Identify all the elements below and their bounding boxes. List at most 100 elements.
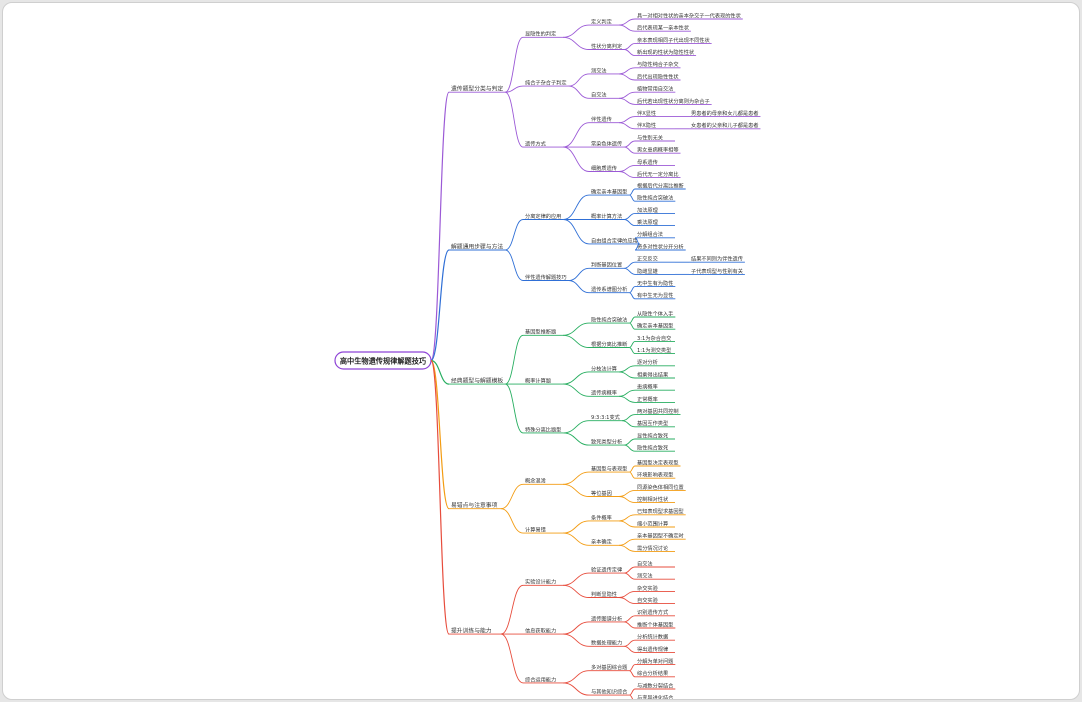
sub-topic-node[interactable]: 等位基因 — [589, 489, 619, 497]
leaf-node[interactable]: 有中生无为显性 — [635, 291, 676, 300]
leaf-node[interactable]: 缩小范围计算 — [635, 519, 675, 528]
leaf-node[interactable]: 分解为单对问题 — [635, 657, 676, 666]
leaf-node[interactable]: 新出现的性状为隐性性状 — [635, 48, 697, 57]
leaf-node[interactable]: 需分情况讨论 — [635, 544, 675, 552]
sub-topic-node[interactable]: 根据分离比推断 — [589, 340, 630, 348]
leaf-node[interactable]: 同源染色体相同位置 — [635, 483, 686, 491]
leaf-detail-node[interactable]: 男患者的母亲和女儿都是患者 — [689, 109, 761, 118]
leaf-node[interactable]: 后代表现某一亲本性状 — [635, 24, 691, 32]
leaf-node[interactable]: 测交法 — [635, 572, 675, 580]
leaf-node[interactable]: 伴X隐性 — [635, 121, 675, 130]
topic-node[interactable]: 伴性遗传解题技巧 — [523, 273, 569, 281]
sub-topic-node[interactable]: 亲本确定 — [589, 538, 619, 546]
topic-node[interactable]: 纯合子杂合子判定 — [523, 79, 569, 87]
leaf-node[interactable]: 与变异进化结合 — [635, 694, 675, 699]
sub-topic-node[interactable]: 9:3:3:1变式 — [589, 413, 622, 422]
sub-topic-node[interactable]: 条件概率 — [589, 513, 619, 522]
topic-node[interactable]: 基因型推断题 — [523, 328, 563, 336]
sub-topic-node[interactable]: 自由组合定律的应用 — [589, 236, 640, 245]
leaf-node[interactable]: 与性别无关 — [635, 133, 675, 142]
leaf-node[interactable]: 与减数分裂结合 — [635, 681, 676, 690]
leaf-node[interactable]: 具一对相对性状的亲本杂交子一代表现的性状 — [635, 11, 743, 20]
leaf-node[interactable]: 逐对分析 — [635, 358, 675, 367]
leaf-node[interactable]: 后代无一定分离比 — [635, 170, 681, 179]
leaf-node[interactable]: 控制相对性状 — [635, 495, 675, 504]
leaf-node[interactable]: 已知表现型求基因型 — [635, 507, 686, 516]
leaf-node[interactable]: 识别遗传方式 — [635, 608, 675, 617]
sub-topic-node[interactable]: 与其他知识综合 — [589, 688, 630, 696]
leaf-node[interactable]: 1:1为测交类型 — [635, 346, 675, 355]
leaf-node[interactable]: 分析统计数据 — [635, 633, 675, 641]
sub-topic-node[interactable]: 数据处理能力 — [589, 639, 625, 647]
sub-topic-node[interactable]: 伴性遗传 — [589, 115, 619, 124]
sub-topic-node[interactable]: 概率计算方法 — [589, 212, 625, 220]
sub-topic-node[interactable]: 验证遗传定律 — [589, 566, 625, 574]
leaf-node[interactable]: 两对基因共同控制 — [635, 407, 681, 416]
sub-topic-node[interactable]: 隐性纯合突破法 — [589, 316, 630, 324]
leaf-node[interactable]: 母系遗传 — [635, 158, 675, 166]
main-branch-node[interactable]: 经典题型与解题模板 — [449, 377, 506, 385]
sub-topic-node[interactable]: 遗传系谱图分析 — [589, 285, 630, 294]
topic-node[interactable]: 综合运用能力 — [523, 675, 563, 684]
leaf-detail-node[interactable]: 女患者的父亲和儿子都是患者 — [689, 121, 761, 130]
sub-topic-node[interactable]: 遗传图谱分析 — [589, 614, 625, 623]
leaf-node[interactable]: 亲本基因型不确定时 — [635, 532, 686, 540]
leaf-node[interactable]: 基因型决定表现型 — [635, 458, 681, 467]
sub-topic-node[interactable]: 测交法 — [589, 66, 619, 75]
leaf-node[interactable]: 自交法 — [635, 559, 675, 568]
leaf-node[interactable]: 正交反交 — [635, 255, 675, 263]
leaf-node[interactable]: 从隐性个体入手 — [635, 309, 676, 318]
leaf-node[interactable]: 显性纯合致死 — [635, 431, 675, 440]
topic-node[interactable]: 概率计算题 — [523, 377, 563, 385]
sub-topic-node[interactable]: 判断基因位置 — [589, 261, 625, 269]
leaf-node[interactable]: 隐雌显雄 — [635, 267, 675, 275]
leaf-node[interactable]: 患病概率 — [635, 383, 675, 391]
sub-topic-node[interactable]: 确定亲本基因型 — [589, 188, 630, 196]
leaf-detail-node[interactable]: 结果不同则为伴性遗传 — [689, 255, 745, 263]
sub-topic-node[interactable]: 性状分离判定 — [589, 42, 625, 50]
main-branch-node[interactable]: 解题通用步骤与方法 — [449, 242, 506, 251]
topic-node[interactable]: 信息获取能力 — [523, 627, 563, 635]
leaf-node[interactable]: 伴X显性 — [635, 109, 675, 118]
leaf-node[interactable]: 亲本表现相同子代出现不同性状 — [635, 36, 712, 44]
leaf-node[interactable]: 得出遗传规律 — [635, 645, 675, 653]
leaf-node[interactable]: 环境影响表现型 — [635, 471, 676, 479]
leaf-node[interactable]: 后代若出现性状分离则为杂合子 — [635, 97, 712, 105]
main-branch-node[interactable]: 易错点与注意事项 — [449, 501, 501, 510]
sub-topic-node[interactable]: 遗传病概率 — [589, 389, 619, 397]
leaf-node[interactable]: 男女患病概率相等 — [635, 146, 681, 154]
topic-node[interactable]: 概念混淆 — [523, 477, 563, 485]
leaf-node[interactable]: 相乘得出结果 — [635, 370, 675, 379]
topic-node[interactable]: 显隐性的判定 — [523, 30, 563, 38]
sub-topic-node[interactable]: 常染色体遗传 — [589, 140, 625, 148]
sub-topic-node[interactable]: 自交法 — [589, 91, 619, 99]
leaf-node[interactable]: 加法原理 — [635, 206, 675, 214]
leaf-node[interactable]: 无中生有为隐性 — [635, 279, 676, 288]
sub-topic-node[interactable]: 分枝法计算 — [589, 364, 619, 373]
leaf-node[interactable]: 将多对性状分开分析 — [635, 242, 686, 251]
leaf-node[interactable]: 后代出现隐性性状 — [635, 72, 681, 81]
leaf-node[interactable]: 乘法原理 — [635, 218, 675, 227]
sub-topic-node[interactable]: 判断显隐性 — [589, 590, 619, 598]
leaf-node[interactable]: 正常概率 — [635, 395, 675, 403]
topic-node[interactable]: 计算易错 — [523, 526, 563, 534]
main-branch-node[interactable]: 遗传题型分类与判定 — [449, 85, 506, 93]
leaf-node[interactable]: 自交实验 — [635, 596, 675, 605]
leaf-node[interactable]: 确定亲本基因型 — [635, 322, 676, 330]
leaf-node[interactable]: 杂交实验 — [635, 584, 675, 592]
leaf-node[interactable]: 隐性纯合突破法 — [635, 194, 676, 202]
topic-node[interactable]: 分离定律的应用 — [523, 212, 564, 220]
sub-topic-node[interactable]: 致死类型分析 — [589, 438, 625, 446]
leaf-node[interactable]: 分解组合法 — [635, 230, 675, 239]
topic-node[interactable]: 遗传方式 — [523, 140, 563, 148]
root-node[interactable]: 高中生物遗传规律解题技巧 — [334, 351, 432, 370]
leaf-node[interactable]: 植物常用自交法 — [635, 85, 676, 93]
leaf-node[interactable]: 3:1为杂合自交 — [635, 334, 675, 342]
leaf-node[interactable]: 综合分析结果 — [635, 669, 675, 678]
leaf-node[interactable]: 隐性纯合致死 — [635, 444, 675, 452]
leaf-node[interactable]: 推断个体基因型 — [635, 620, 676, 629]
main-branch-node[interactable]: 提升训练与能力 — [449, 627, 501, 635]
sub-topic-node[interactable]: 多对基因综合题 — [589, 663, 630, 672]
topic-node[interactable]: 特殊分离比题型 — [523, 425, 564, 434]
leaf-node[interactable]: 基因互作类型 — [635, 419, 675, 428]
